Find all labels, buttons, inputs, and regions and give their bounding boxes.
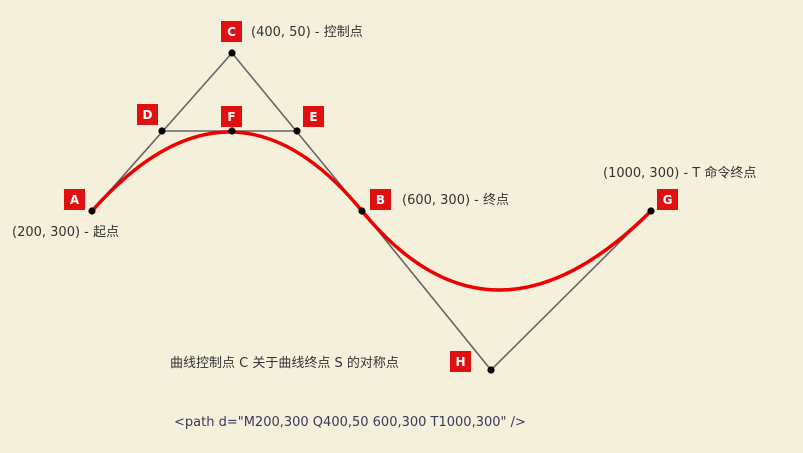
point-g [647, 207, 655, 215]
label-point-c: (400, 50) - 控制点 [251, 25, 363, 40]
point-d [158, 127, 166, 135]
badge-e-text: E [309, 110, 317, 124]
point-f [228, 127, 236, 135]
point-e [293, 127, 301, 135]
badge-c-text: C [227, 25, 236, 39]
badge-b: B [370, 189, 391, 210]
point-a [88, 207, 96, 215]
badge-f-text: F [227, 110, 235, 124]
bezier-curve [90, 130, 653, 292]
badge-h: H [450, 351, 471, 372]
badge-b-text: B [376, 193, 385, 207]
badge-g-text: G [663, 193, 673, 207]
point-b [358, 207, 366, 215]
label-point-h: 曲线控制点 C 关于曲线终点 S 的对称点 [170, 355, 399, 371]
label-point-b: (600, 300) - 终点 [402, 192, 509, 208]
badge-h-text: H [455, 355, 465, 369]
badge-g: G [657, 189, 678, 210]
badge-a: A [64, 189, 85, 210]
badge-d: D [137, 104, 158, 125]
path-code-caption: <path d="M200,300 Q400,50 600,300 T1000,… [174, 415, 526, 430]
badge-c: C [221, 21, 242, 42]
badge-a-text: A [70, 193, 80, 207]
badge-d-text: D [143, 108, 153, 122]
badge-e: E [303, 106, 324, 127]
badge-f: F [221, 106, 242, 127]
label-point-a: (200, 300) - 起点 [12, 225, 119, 240]
label-point-g: (1000, 300) - T 命令终点 [603, 165, 756, 181]
point-c [228, 49, 236, 57]
point-h [487, 366, 495, 374]
